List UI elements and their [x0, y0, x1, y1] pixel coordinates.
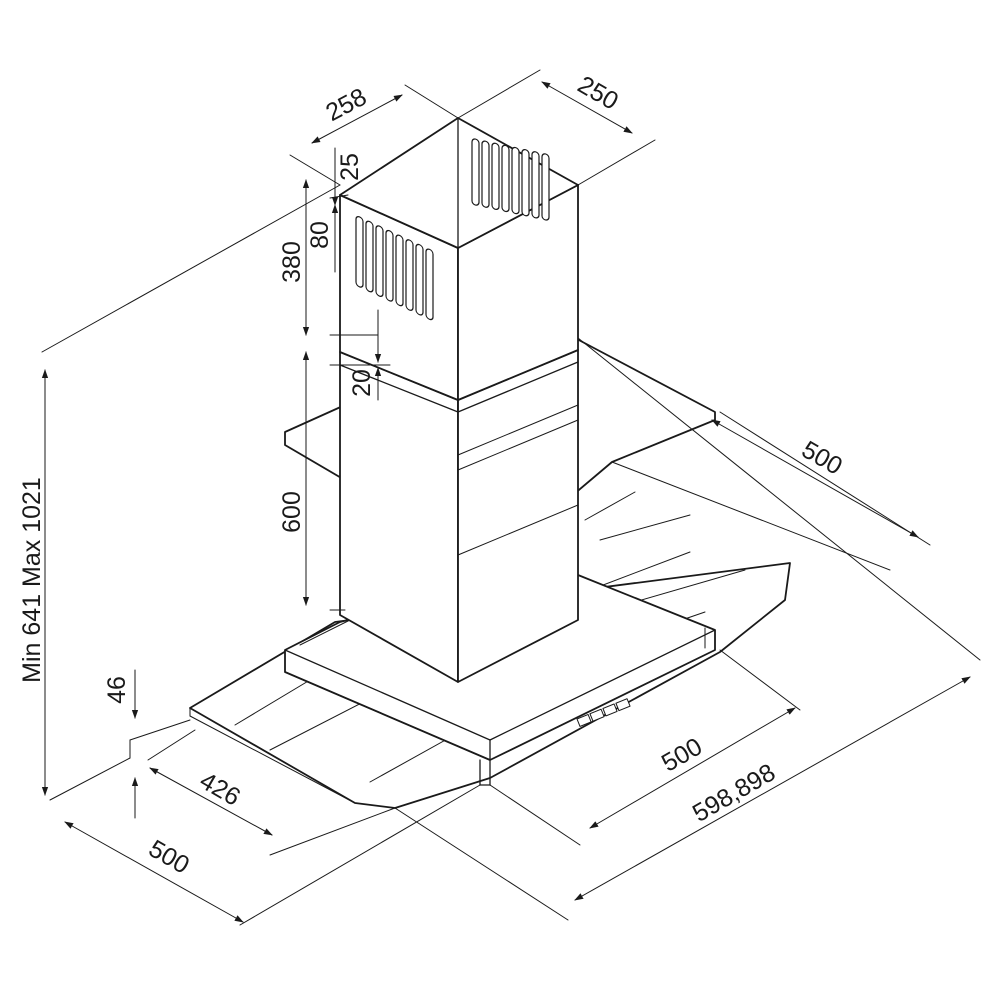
- label-chimney-gap: 20: [348, 369, 376, 397]
- label-upper-chimney: 380: [278, 241, 306, 283]
- dim-chimney-depth: [541, 81, 633, 134]
- label-chimney-depth: 250: [573, 71, 623, 116]
- label-total-height: Min 641 Max 1021: [18, 477, 46, 683]
- dim-front-depth: [64, 821, 244, 923]
- label-vent-offset: 25: [336, 153, 364, 181]
- label-right-depth: 500: [797, 436, 847, 481]
- dimension-arrows: [41, 81, 971, 923]
- vent-grille-front: [355, 215, 434, 321]
- dim-canopy-inner-width: [149, 767, 273, 836]
- dim-chimney-width: [311, 94, 403, 144]
- dim-right-depth: [711, 419, 919, 538]
- label-canopy-thickness: 46: [103, 676, 131, 704]
- label-right-width: 500: [657, 733, 707, 778]
- vent-grille-back: [471, 138, 550, 221]
- upper-chimney: [339, 117, 579, 401]
- label-canopy-inner-width: 426: [195, 767, 245, 812]
- label-front-depth: 500: [144, 835, 194, 880]
- label-lower-chimney: 600: [278, 491, 306, 533]
- dim-overall-width: [574, 676, 971, 901]
- label-overall-width: 598,898: [688, 758, 780, 827]
- label-chimney-width: 258: [321, 83, 371, 127]
- label-vent-height: 80: [306, 221, 334, 249]
